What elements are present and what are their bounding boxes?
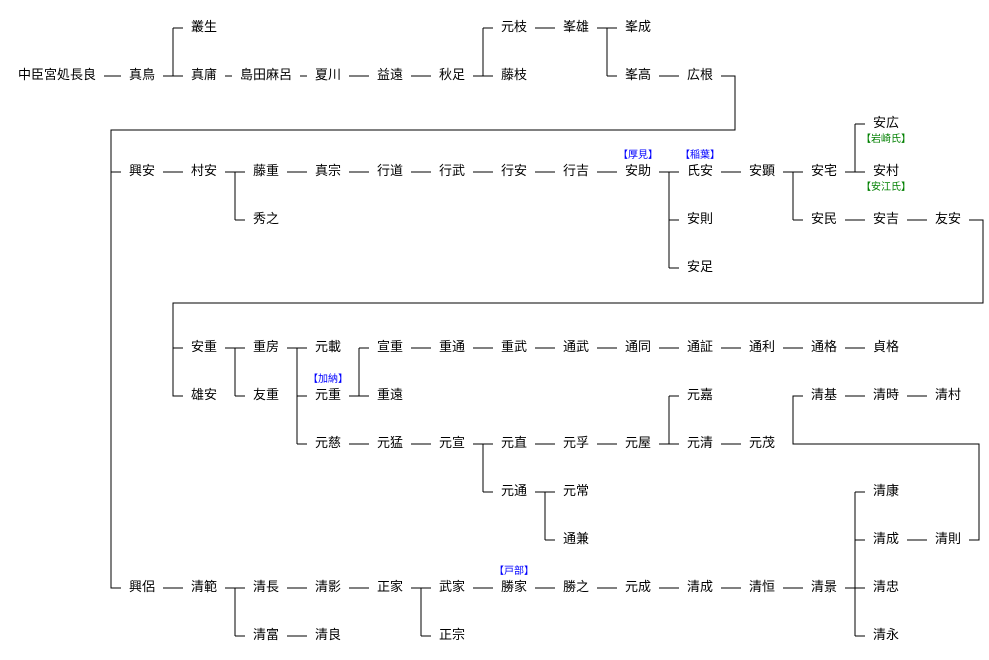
person-node: 清範 — [190, 580, 218, 595]
family-name-note: 【稲葉】 — [680, 150, 720, 161]
person-node: 元慈 — [314, 436, 342, 451]
connector-line — [172, 219, 984, 397]
person-node: 安重 — [190, 340, 218, 355]
person-node: 秋足 — [438, 68, 466, 83]
person-node: 元宣 — [438, 436, 466, 451]
person-node: 通格 — [810, 340, 838, 355]
person-node: 通兼 — [562, 532, 590, 547]
person-node: 清長 — [252, 580, 280, 595]
person-node: 宣重 — [376, 340, 404, 355]
person-node: 清成 — [872, 532, 900, 547]
person-node: 藤重 — [252, 164, 280, 179]
person-node: 清康 — [872, 484, 900, 499]
person-node: 清時 — [872, 388, 900, 403]
person-node: 真鳥 — [128, 68, 156, 83]
person-node: 清基 — [810, 388, 838, 403]
person-node: 興侶 — [128, 580, 156, 595]
person-node: 重通 — [438, 340, 466, 355]
person-node: 行道 — [376, 164, 404, 179]
person-node: 通武 — [562, 340, 590, 355]
person-node: 清景 — [810, 580, 838, 595]
person-node: 元重 — [314, 388, 342, 403]
person-node: 清良 — [314, 628, 342, 643]
person-node: 清忠 — [872, 580, 900, 595]
person-node: 安顕 — [748, 164, 776, 179]
person-node: 元常 — [562, 484, 590, 499]
person-node: 行吉 — [562, 164, 590, 179]
person-node: 重武 — [500, 340, 528, 355]
person-node: 清恒 — [748, 580, 776, 595]
person-node: 真宗 — [314, 164, 342, 179]
person-node: 叢生 — [190, 20, 218, 35]
person-node: 勝之 — [562, 580, 590, 595]
person-node: 清富 — [252, 628, 280, 643]
clan-name-note: 【安江氏】 — [861, 182, 911, 193]
person-node: 安村 — [872, 164, 900, 179]
person-node: 元枝 — [500, 20, 528, 35]
person-node: 正家 — [376, 580, 404, 595]
person-node: 元猛 — [376, 436, 404, 451]
person-node: 真庯 — [190, 68, 218, 83]
family-name-note: 【加納】 — [308, 374, 348, 385]
person-node: 峯雄 — [562, 20, 590, 35]
family-name-note: 【戸部】 — [494, 566, 534, 577]
connector-line — [792, 395, 980, 541]
person-node: 安広 — [872, 116, 900, 131]
person-node: 元茂 — [748, 436, 776, 451]
person-node: 清永 — [872, 628, 900, 643]
person-node: 峯成 — [624, 20, 652, 35]
person-node: 清村 — [934, 388, 962, 403]
person-node: 友安 — [934, 212, 962, 227]
person-node: 島田麻呂 — [239, 68, 293, 83]
person-node: 重遠 — [376, 388, 404, 403]
person-node: 藤枝 — [500, 68, 528, 83]
person-node: 通証 — [686, 340, 714, 355]
person-node: 貞格 — [872, 340, 900, 355]
person-node: 元通 — [500, 484, 528, 499]
person-node: 武家 — [438, 580, 466, 595]
person-node: 通利 — [748, 340, 776, 355]
person-node: 勝家 — [500, 580, 528, 595]
person-node: 元清 — [686, 436, 714, 451]
person-node: 中臣宮処長良 — [17, 68, 97, 83]
person-node: 清影 — [314, 580, 342, 595]
person-node: 行安 — [500, 164, 528, 179]
person-node: 氏安 — [686, 164, 714, 179]
person-node: 安足 — [686, 260, 714, 275]
person-node: 通同 — [624, 340, 652, 355]
person-node: 元嘉 — [686, 388, 714, 403]
person-node: 村安 — [190, 164, 218, 179]
person-node: 安則 — [686, 212, 714, 227]
person-node: 元屋 — [624, 436, 652, 451]
person-node: 益遠 — [376, 68, 404, 83]
person-node: 友重 — [252, 388, 280, 403]
person-node: 安助 — [624, 164, 652, 179]
person-node: 行武 — [438, 164, 466, 179]
person-node: 興安 — [128, 164, 156, 179]
person-node: 元載 — [314, 340, 342, 355]
person-node: 雄安 — [190, 388, 218, 403]
person-node: 元孚 — [562, 436, 590, 451]
person-node: 安吉 — [872, 212, 900, 227]
person-node: 元直 — [500, 436, 528, 451]
person-node: 安民 — [810, 212, 838, 227]
family-name-note: 【厚見】 — [618, 150, 658, 161]
connector-line — [110, 75, 736, 589]
person-node: 清成 — [686, 580, 714, 595]
person-node: 峯高 — [624, 68, 652, 83]
person-node: 元成 — [624, 580, 652, 595]
person-node: 正宗 — [438, 628, 466, 643]
person-node: 広根 — [686, 68, 714, 83]
person-node: 重房 — [252, 340, 280, 355]
person-node: 夏川 — [314, 68, 342, 83]
clan-name-note: 【岩崎氏】 — [861, 134, 911, 145]
person-node: 秀之 — [252, 212, 280, 227]
person-node: 安宅 — [810, 164, 838, 179]
person-node: 清則 — [934, 532, 962, 547]
